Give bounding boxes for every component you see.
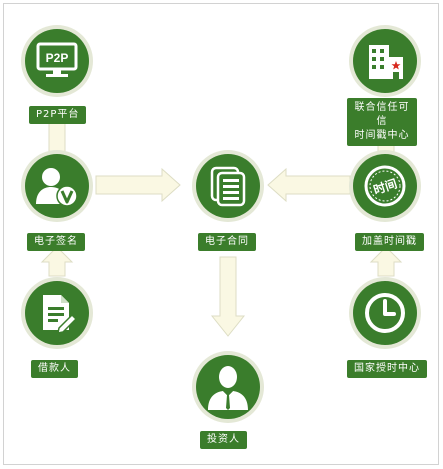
stamp-icon: 时间 [364, 165, 406, 207]
stamp-text: 时间 [371, 176, 398, 198]
document-edit-icon [43, 295, 77, 334]
trusted-timestamp-center-label: 联合信任可信 时间戳中心 [347, 98, 417, 146]
e-contract-label: 电子合同 [198, 233, 256, 251]
arrow-ntc-to-addts [369, 246, 403, 277]
national-time-center-label: 国家授时中心 [347, 360, 427, 378]
monitor-icon: P2P [36, 42, 78, 77]
e-signature-node [25, 154, 89, 218]
p2p-platform-label: P2P平台 [29, 106, 87, 124]
borrower-node [25, 281, 89, 345]
e-signature-label: 电子签名 [27, 233, 85, 251]
arrow-contract-to-investor [210, 256, 246, 337]
businessman-icon [208, 366, 248, 410]
diagram-frame [3, 3, 439, 465]
investor-node [196, 355, 260, 419]
p2p-icon-text: P2P [46, 51, 69, 65]
e-contract-node [196, 154, 260, 218]
documents-icon [210, 166, 246, 207]
building-icon [369, 45, 403, 79]
p2p-platform-node: P2P [25, 29, 89, 93]
user-verified-icon [36, 168, 78, 207]
connector-p2p-esign [48, 121, 66, 159]
investor-label: 投资人 [200, 431, 247, 449]
national-time-center-node [353, 281, 417, 345]
trusted-timestamp-center-label-line1: 联合信任可信 [354, 102, 410, 127]
trusted-timestamp-center-node [353, 29, 417, 93]
arrow-esign-to-contract [95, 167, 181, 203]
add-timestamp-label: 加盖时间戳 [355, 233, 424, 251]
clock-icon [365, 293, 405, 333]
arrow-borrower-to-esign [40, 246, 74, 277]
add-timestamp-node: 时间 [353, 154, 417, 218]
trusted-timestamp-center-label-line2: 时间戳中心 [354, 130, 410, 141]
arrow-addts-to-contract [267, 167, 351, 203]
borrower-label: 借款人 [31, 360, 78, 378]
